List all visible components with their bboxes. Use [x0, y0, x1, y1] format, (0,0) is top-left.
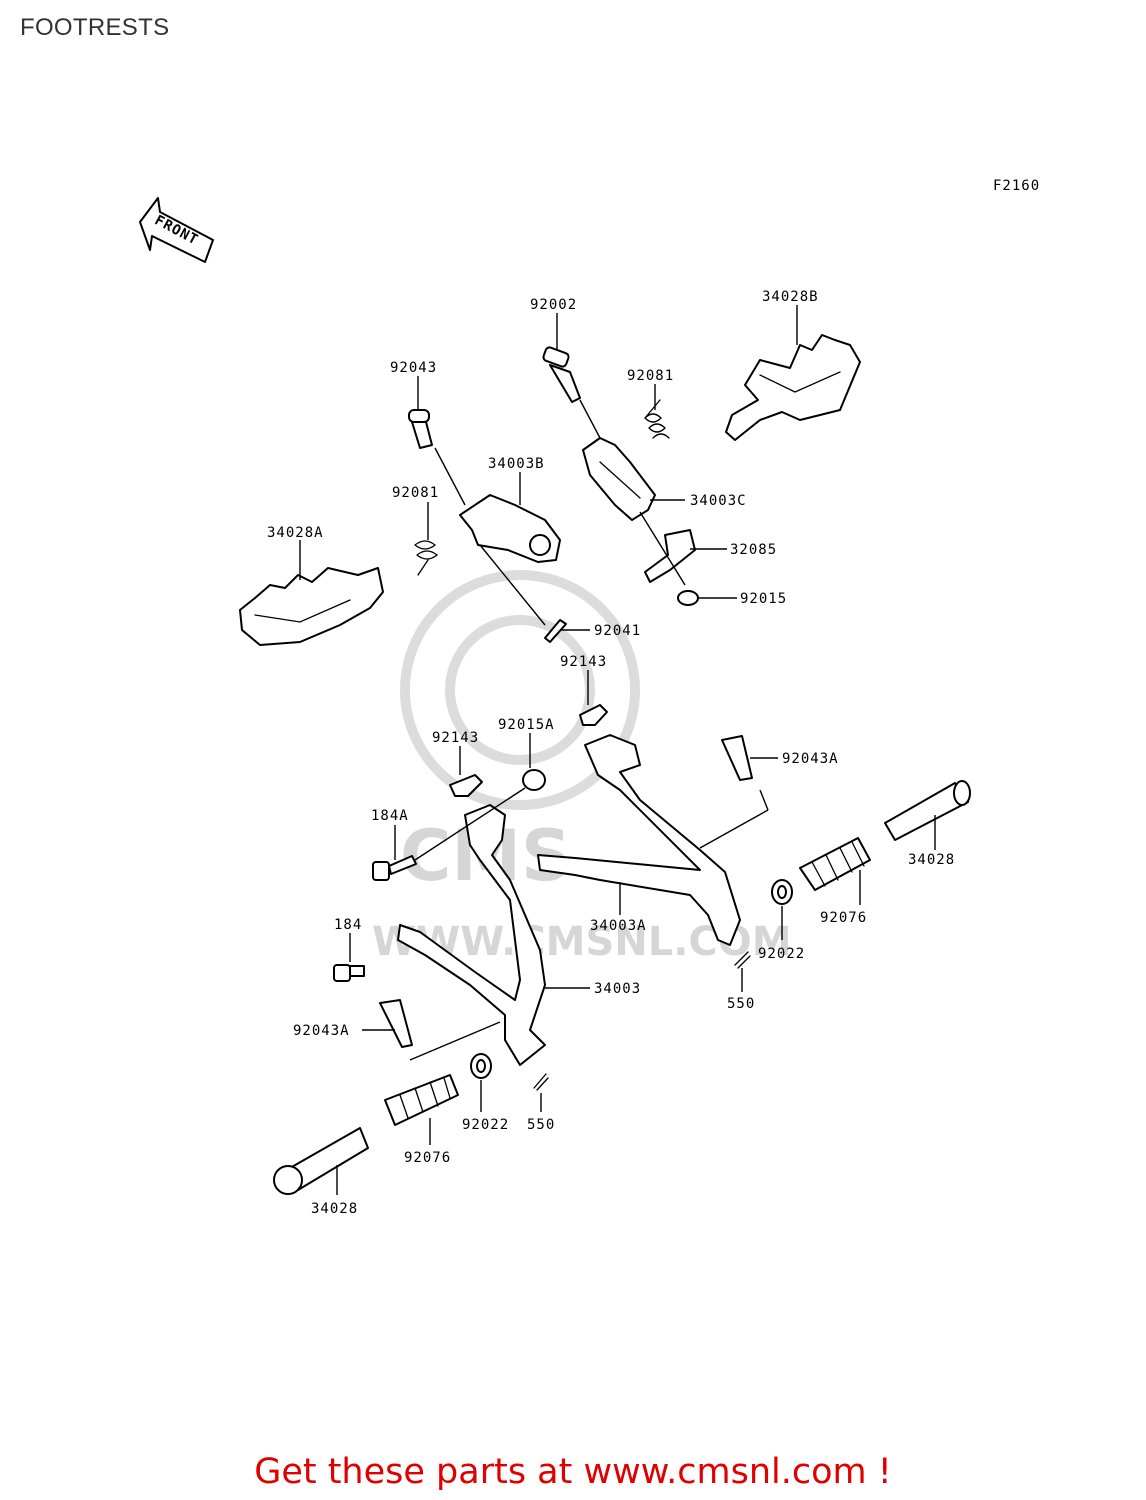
label-184a: 184A — [371, 808, 409, 824]
pin-92043 — [408, 409, 433, 449]
footer-promo-link[interactable]: Get these parts at www.cmsnl.com ! — [254, 1452, 892, 1492]
rubber-92076-right — [799, 837, 871, 891]
label-92076-right: 92076 — [820, 910, 867, 926]
pin-92043a-right — [721, 735, 753, 781]
cotter-pin-92041 — [544, 619, 567, 643]
label-92043a-right: 92043A — [782, 751, 839, 767]
nut-92015 — [677, 590, 699, 606]
label-34028a: 34028A — [267, 525, 324, 541]
front-arrow-icon: FRONT — [139, 197, 214, 263]
rubber-92076-bottom — [384, 1074, 459, 1126]
label-92143-left: 92143 — [432, 730, 479, 746]
label-92081-top: 92081 — [627, 368, 674, 384]
label-92041: 92041 — [594, 623, 641, 639]
peg-34028-bottom — [273, 1127, 369, 1195]
label-34028-right: 34028 — [908, 852, 955, 868]
footpeg-34028b — [725, 334, 861, 441]
label-92022-right: 92022 — [758, 946, 805, 962]
label-550-bottom: 550 — [527, 1117, 555, 1133]
bracket-34003a — [537, 734, 741, 946]
footpeg-34028a — [239, 567, 384, 646]
bracket-34003c — [582, 437, 656, 521]
pin-92002 — [542, 346, 581, 403]
page-title: FOOTRESTS — [20, 14, 170, 41]
cotter-550-right — [734, 951, 751, 969]
cotter-550-bottom — [533, 1073, 549, 1091]
spring-92081-top — [644, 399, 670, 439]
part-32085 — [644, 529, 696, 583]
washer-92022-bottom — [470, 1053, 492, 1079]
label-92002: 92002 — [530, 297, 577, 313]
label-92022-bottom: 92022 — [462, 1117, 509, 1133]
washer-92022-right — [771, 879, 793, 905]
peg-34028-right — [884, 780, 971, 841]
pin-92043a-left — [379, 999, 413, 1048]
label-32085: 32085 — [730, 542, 777, 558]
label-34003: 34003 — [594, 981, 641, 997]
label-92081-left: 92081 — [392, 485, 439, 501]
label-34028-bottom: 34028 — [311, 1201, 358, 1217]
label-184: 184 — [334, 917, 362, 933]
label-92043a-left: 92043A — [293, 1023, 350, 1039]
label-92076-bottom: 92076 — [404, 1150, 451, 1166]
clip-92143-left — [449, 774, 483, 797]
bracket-34003b — [459, 494, 561, 563]
label-92043: 92043 — [390, 360, 437, 376]
label-92015a: 92015A — [498, 717, 555, 733]
bolt-184a — [372, 855, 417, 881]
label-34003b: 34003B — [488, 456, 545, 472]
label-34028b: 34028B — [762, 289, 819, 305]
clip-92143-top — [579, 704, 608, 726]
label-34003a: 34003A — [590, 918, 647, 934]
label-550-right: 550 — [727, 996, 755, 1012]
leader-lines — [299, 305, 936, 1195]
bracket-34003 — [397, 804, 546, 1066]
bolt-184 — [333, 964, 365, 982]
spring-92081-left — [414, 540, 439, 576]
label-34003c: 34003C — [690, 493, 747, 509]
part-labels: 92002 34028B 92043 92081 34003B 92081 34… — [267, 289, 955, 1217]
label-92143-top: 92143 — [560, 654, 607, 670]
label-92015: 92015 — [740, 591, 787, 607]
nut-92015a — [522, 769, 546, 791]
figure-code: F2160 — [993, 178, 1040, 194]
